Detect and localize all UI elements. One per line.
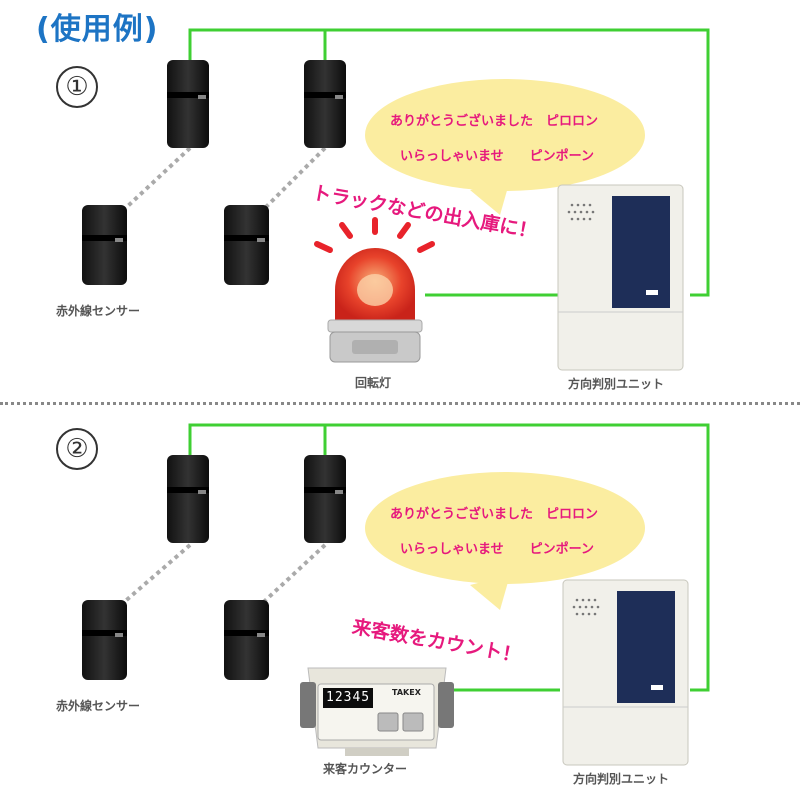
counter-brand: TAKEX <box>392 688 421 697</box>
speech-line-2-1: ありがとうございました ピロロン <box>390 507 599 522</box>
sensor-1-bottom-left <box>82 205 127 285</box>
wiring-2 <box>188 423 710 692</box>
page-title: (使用例) <box>36 12 159 47</box>
sensor-2-bottom-left <box>82 600 127 680</box>
step-number-2: ② <box>56 428 98 470</box>
counter-label: 来客カウンター <box>323 762 408 776</box>
sensor-2-top-left <box>167 455 209 543</box>
sensor-1-top-left <box>167 60 209 148</box>
unit-label-2: 方向判別ユニット <box>573 772 670 786</box>
speech-bubble-1 <box>365 79 645 215</box>
counter-display: 12345 <box>326 690 371 705</box>
sensor-2-top-right <box>304 455 346 543</box>
speech-line-1-1: ありがとうございました ピロロン <box>390 114 599 129</box>
rotating-lamp-icon <box>314 217 435 363</box>
sensor-1-top-right <box>304 60 346 148</box>
sensor-label-2: 赤外線センサー <box>56 699 141 713</box>
speech-line-1-2: いらっしゃいませ ピンポーン <box>400 149 594 164</box>
wiring-1 <box>188 28 710 297</box>
sensor-2-bottom-right <box>224 600 269 680</box>
section-divider <box>0 402 800 405</box>
beam-2b <box>253 543 327 612</box>
speech-bubble-2 <box>365 472 645 610</box>
beam-1a <box>113 146 192 220</box>
sensor-label-1: 赤外線センサー <box>56 304 141 318</box>
lamp-label: 回転灯 <box>355 376 392 390</box>
direction-unit-2 <box>562 579 689 766</box>
visitor-counter-device <box>300 667 454 756</box>
direction-unit-1 <box>557 184 684 371</box>
beam-2a <box>113 543 192 612</box>
sensor-1-bottom-right <box>224 205 269 285</box>
unit-label-1: 方向判別ユニット <box>568 377 665 391</box>
speech-line-2-2: いらっしゃいませ ピンポーン <box>400 542 594 557</box>
step-number-1: ① <box>56 66 98 108</box>
